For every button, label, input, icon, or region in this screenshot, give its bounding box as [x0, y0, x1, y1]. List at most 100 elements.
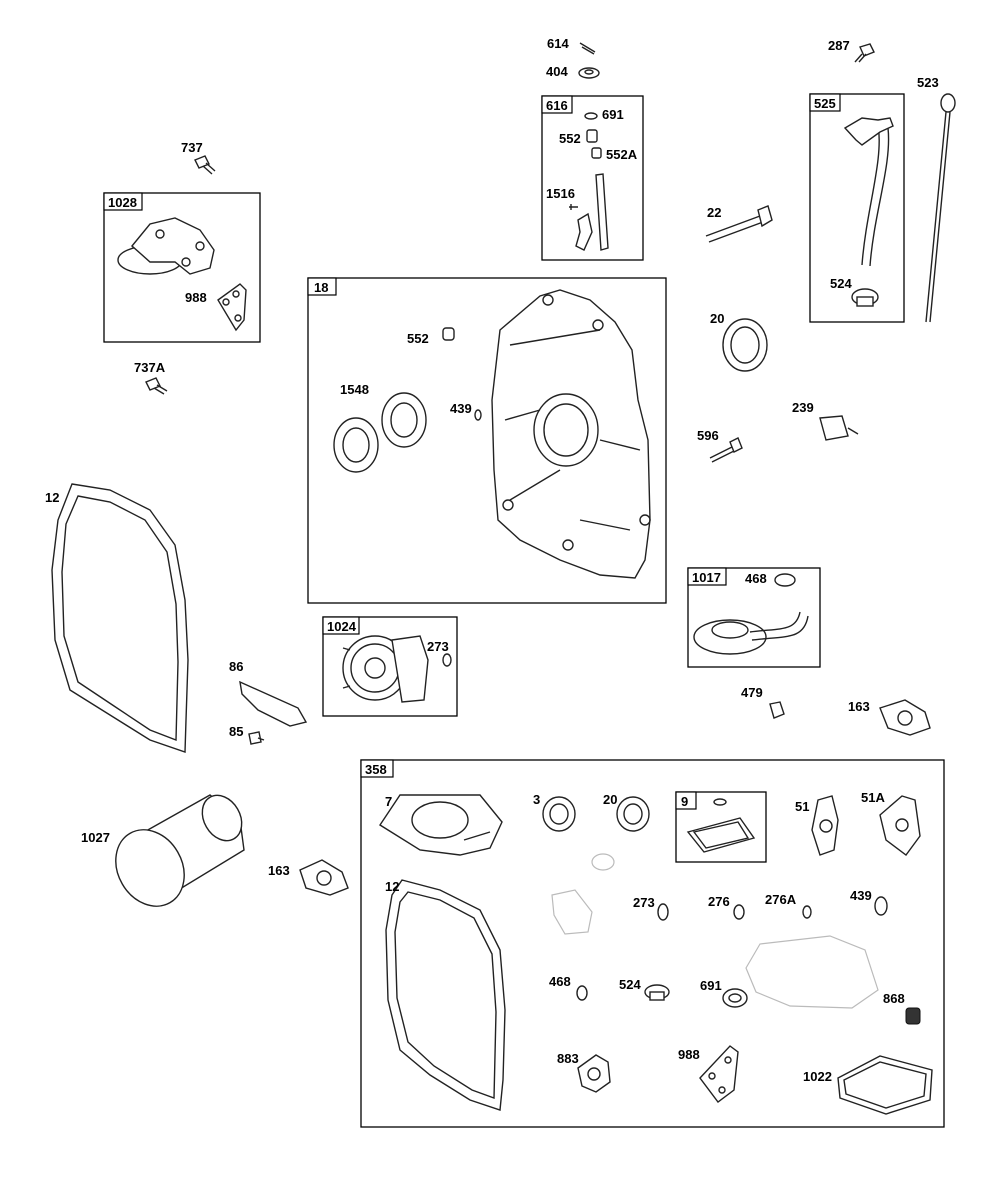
- callout-273-kit: 273: [633, 895, 655, 910]
- callout-439-kit: 439: [850, 888, 872, 903]
- governor-shaft-parts-drawing: [569, 112, 609, 251]
- box-9: 9: [675, 791, 767, 863]
- callouts: 614 404 691 552 552A 1516 287 523 737 98…: [45, 36, 939, 1084]
- callout-737A: 737A: [134, 360, 166, 375]
- callout-51: 51: [795, 799, 809, 814]
- box-label-18: 18: [314, 280, 328, 295]
- callout-614: 614: [547, 36, 569, 51]
- callout-7: 7: [385, 794, 392, 809]
- callout-988: 988: [185, 290, 207, 305]
- o-ring-439-drawing: [474, 409, 482, 421]
- box-label-1024: 1024: [327, 619, 357, 634]
- box-1017: 1017: [687, 567, 821, 668]
- oil-sensor-drawing: [819, 415, 859, 441]
- callout-20: 20: [710, 311, 724, 326]
- bolt-737-drawing: [194, 155, 216, 175]
- callout-163-left: 163: [268, 863, 290, 878]
- gasket-51A-drawing: [879, 795, 921, 856]
- oil-pump-drawing: [342, 635, 429, 703]
- callout-85: 85: [229, 724, 243, 739]
- dipstick-tube-drawing: [843, 117, 894, 307]
- oil-seal-20-drawing: [722, 318, 768, 372]
- callout-1022: 1022: [803, 1069, 832, 1084]
- box-label-1028: 1028: [108, 195, 137, 210]
- gasket-883-drawing: [577, 1054, 611, 1093]
- bearing-1548-drawing: [333, 392, 427, 473]
- callout-273: 273: [427, 639, 449, 654]
- valve-seal-868-drawing: [905, 1007, 921, 1025]
- box-label-1017: 1017: [692, 570, 721, 585]
- callout-12: 12: [45, 490, 59, 505]
- callout-239: 239: [792, 400, 814, 415]
- head-gasket-7-drawing: [379, 794, 503, 856]
- oil-pickup-drawing: [693, 611, 809, 655]
- callout-20-kit: 20: [603, 792, 617, 807]
- bolt-287-drawing: [854, 43, 875, 63]
- box-525: 525: [809, 93, 905, 323]
- callout-468-kit: 468: [549, 974, 571, 989]
- box-358: 358: [360, 759, 945, 1128]
- dowel-552-drawing: [442, 327, 455, 341]
- ghost-parts-drawing: [551, 853, 879, 1009]
- box-label-358: 358: [365, 762, 387, 777]
- callout-51A: 51A: [861, 790, 885, 805]
- box-label-9: 9: [681, 794, 688, 809]
- callout-479: 479: [741, 685, 763, 700]
- box-label-616: 616: [546, 98, 568, 113]
- gasket-51-drawing: [811, 795, 839, 856]
- plate-86-drawing: [239, 680, 308, 727]
- callout-12-kit: 12: [385, 879, 399, 894]
- box-18: 18: [307, 277, 667, 604]
- oil-filter-adapter-drawing: [117, 217, 215, 275]
- seal-3-drawing: [542, 796, 576, 832]
- gasket-1022-drawing: [837, 1055, 933, 1115]
- box-1024: 1024: [322, 616, 458, 717]
- callout-3: 3: [533, 792, 540, 807]
- callout-552: 552: [559, 131, 581, 146]
- gasket-9-drawing: [686, 798, 756, 853]
- callout-163-right: 163: [848, 699, 870, 714]
- oil-filter-drawing: [115, 794, 245, 907]
- callout-691: 691: [602, 107, 624, 122]
- callout-439: 439: [450, 401, 472, 416]
- crankcase-cover-drawing: [491, 289, 651, 579]
- callout-883: 883: [557, 1051, 579, 1066]
- callout-552A: 552A: [606, 147, 638, 162]
- callout-22: 22: [707, 205, 721, 220]
- gasket-163-right-drawing: [879, 699, 931, 736]
- bolt-737A-drawing: [145, 377, 168, 395]
- plug-524-kit-drawing: [644, 984, 670, 1001]
- box-616: 616: [541, 95, 644, 261]
- bolt-596-drawing: [709, 437, 743, 463]
- kit-small-orings-drawing: [576, 896, 888, 1001]
- washer-404-drawing: [578, 67, 600, 79]
- gasket-163-left-drawing: [299, 859, 349, 896]
- callout-276: 276: [708, 894, 730, 909]
- callout-737: 737: [181, 140, 203, 155]
- dipstick-drawing: [925, 93, 956, 323]
- callout-524-kit: 524: [619, 977, 641, 992]
- callout-276A: 276A: [765, 892, 797, 907]
- callout-1516: 1516: [546, 186, 575, 201]
- callout-596: 596: [697, 428, 719, 443]
- bolt-479-drawing: [769, 701, 785, 719]
- box-1028: 1028: [103, 192, 261, 343]
- gasket-988-drawing: [217, 283, 247, 332]
- callout-287: 287: [828, 38, 850, 53]
- callout-86: 86: [229, 659, 243, 674]
- seal-20-kit-drawing: [616, 796, 650, 832]
- callout-523: 523: [917, 75, 939, 90]
- cotter-pin-drawing: [579, 42, 596, 55]
- callout-988-kit: 988: [678, 1047, 700, 1062]
- callout-524: 524: [830, 276, 852, 291]
- gasket-988-kit-drawing: [699, 1045, 739, 1103]
- seal-691-kit-drawing: [722, 988, 748, 1008]
- o-ring-273-drawing: [442, 653, 452, 667]
- callout-1027: 1027: [81, 830, 110, 845]
- box-label-525: 525: [814, 96, 836, 111]
- bolt-85-drawing: [248, 731, 265, 745]
- bolt-22-drawing: [705, 205, 773, 243]
- crankcase-gasket-drawing: [51, 483, 189, 753]
- callout-691-kit: 691: [700, 978, 722, 993]
